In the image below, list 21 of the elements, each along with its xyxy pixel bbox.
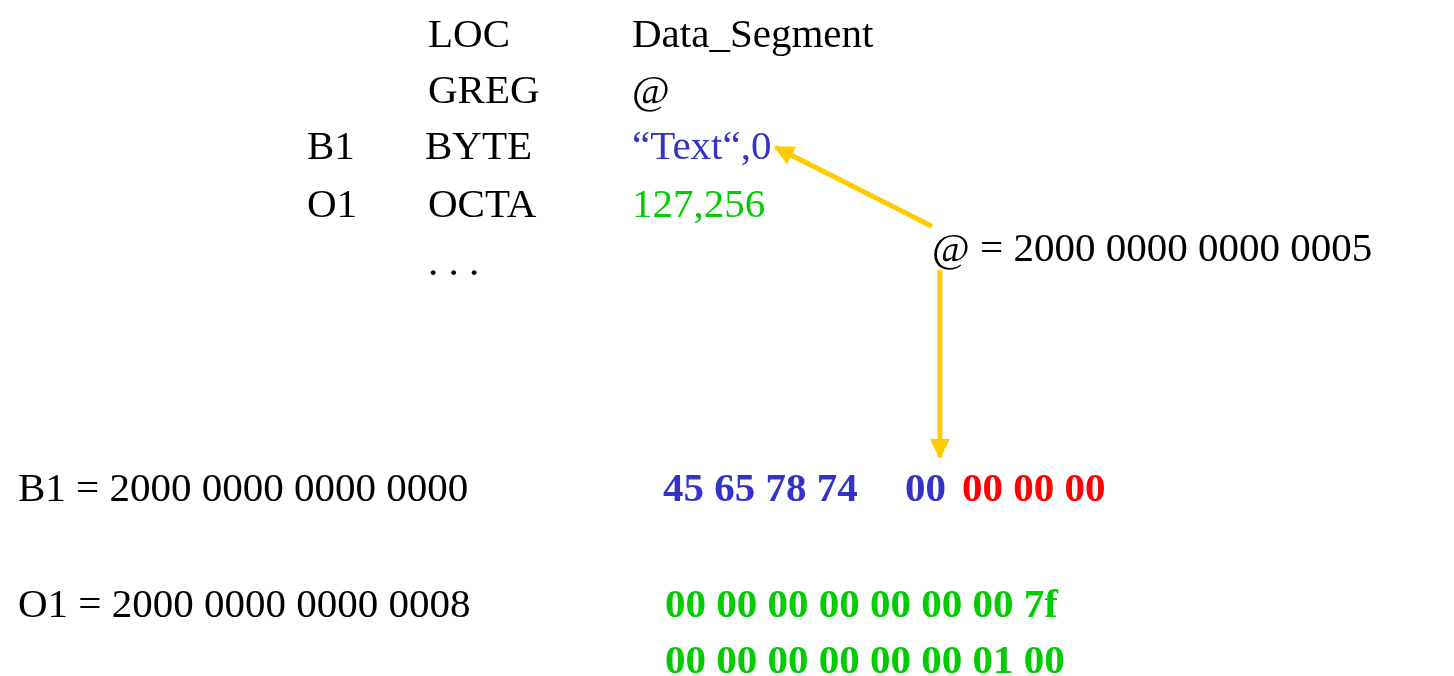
code-label: O1: [307, 180, 358, 226]
code-operand: 127,256: [632, 180, 766, 226]
byte-value: 00: [905, 464, 946, 510]
code-keyword: LOC: [428, 10, 510, 56]
arrow: [773, 145, 934, 229]
address-note: @ = 2000 0000 0000 0005: [932, 224, 1373, 270]
code-operand: “Text“,0: [632, 122, 772, 168]
ellipsis-text: . . .: [428, 238, 480, 284]
code-keyword: OCTA: [428, 180, 537, 226]
code-operand: Data_Segment: [632, 10, 874, 56]
byte-values: 00 00 00: [962, 464, 1106, 510]
byte-values: 00 00 00 00 00 00 00 7f: [665, 580, 1058, 626]
address-text: O1 = 2000 0000 0000 0008: [18, 580, 471, 626]
code-keyword: GREG: [428, 66, 540, 112]
code-operand: @: [632, 66, 670, 112]
code-keyword: BYTE: [425, 122, 533, 168]
address-text: B1 = 2000 0000 0000 0000: [18, 464, 469, 510]
byte-values: 45 65 78 74: [663, 464, 858, 510]
byte-values: 00 00 00 00 00 00 01 00: [665, 636, 1065, 676]
arrow: [929, 270, 950, 460]
code-label: B1: [307, 122, 355, 168]
